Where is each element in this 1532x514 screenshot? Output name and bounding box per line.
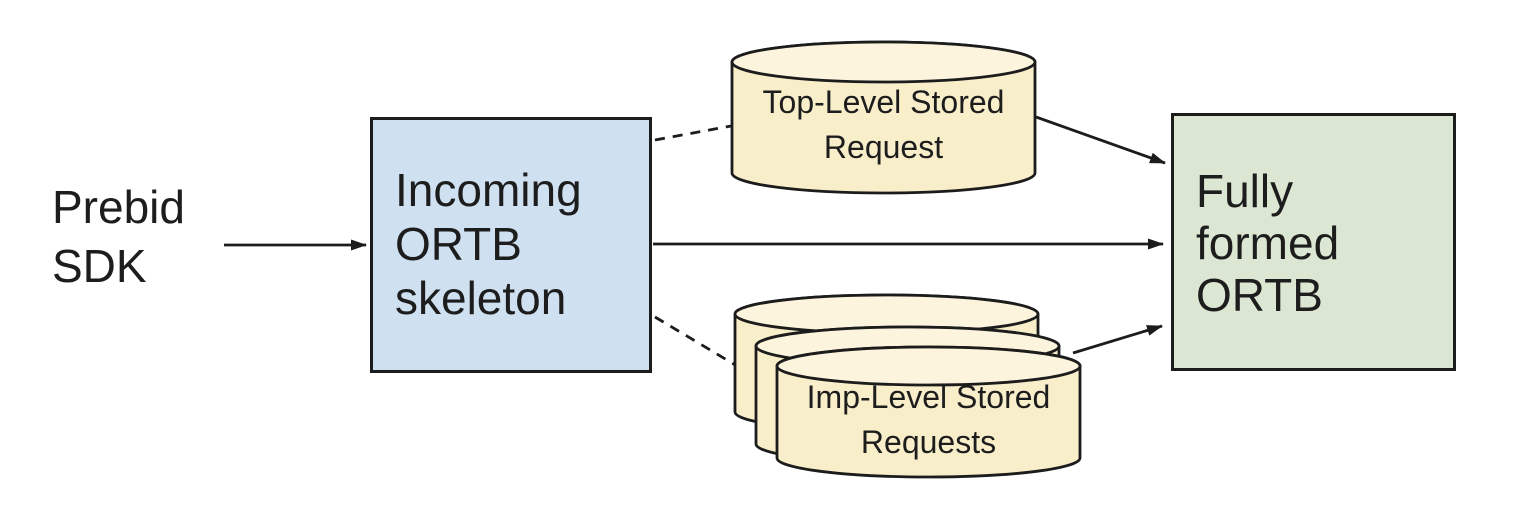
arrow-top-cylinder-to-output xyxy=(1035,115,1166,165)
arrow-imp-cylinders-to-output xyxy=(1072,324,1163,355)
top-stored-request-cylinder xyxy=(730,40,1037,195)
incoming-ortb-box: Incoming ORTB skeleton xyxy=(370,117,652,373)
dashed-link-incoming-to-imp-cylinders xyxy=(654,315,738,368)
imp-cylinder-front xyxy=(775,345,1082,479)
top-stored-request-label: Top-Level Stored Request xyxy=(762,84,1005,165)
imp-stored-requests-cylinder-stack xyxy=(733,293,1082,479)
prebid-sdk-label: Prebid SDK xyxy=(52,181,185,292)
imp-stored-requests-label: Imp-Level Stored Requests xyxy=(806,379,1051,460)
dashed-link-incoming-to-top-cylinder xyxy=(654,124,732,142)
fully-formed-ortb-box: Fully formed ORTB xyxy=(1171,113,1456,371)
